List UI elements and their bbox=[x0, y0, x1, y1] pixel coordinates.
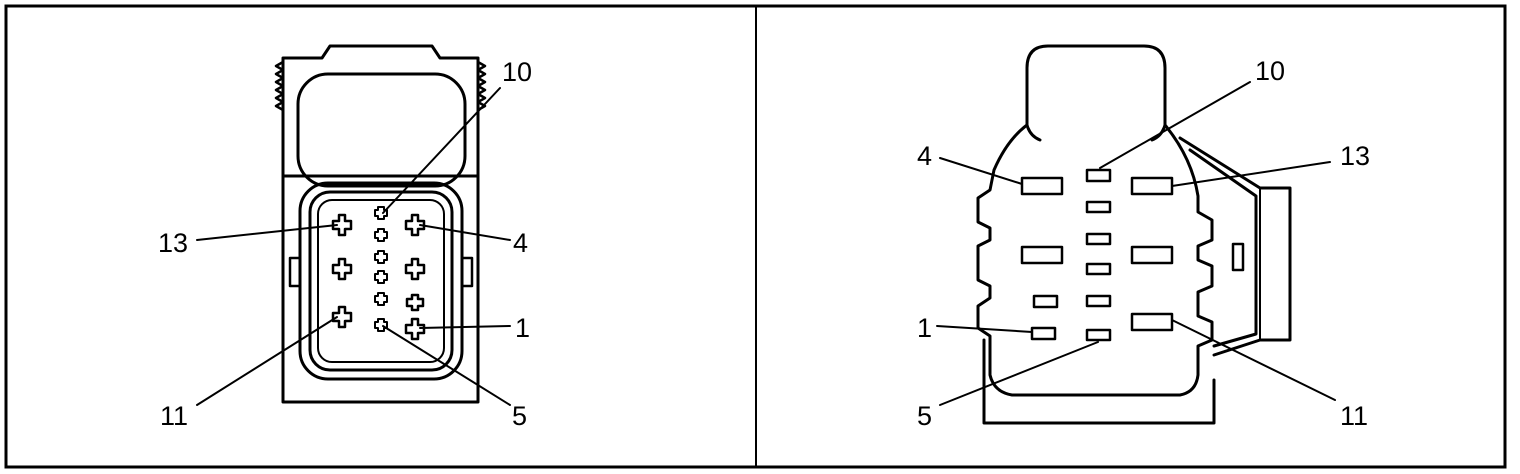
left-connector-body bbox=[281, 174, 480, 404]
left-connector-face-view bbox=[196, 44, 511, 406]
right-leader-lines bbox=[936, 81, 1336, 406]
left-small-cavities bbox=[374, 206, 388, 332]
right-terminal-slots bbox=[1020, 168, 1174, 342]
right-connector-harness-view bbox=[936, 44, 1336, 425]
right-label-pin-11: 11 bbox=[1340, 401, 1368, 431]
right-label-pin-10: 10 bbox=[1255, 56, 1285, 86]
left-leader-lines bbox=[196, 87, 511, 406]
right-label-pin-1: 1 bbox=[917, 313, 932, 343]
right-label-pin-5: 5 bbox=[917, 401, 932, 431]
right-label-pin-4: 4 bbox=[917, 141, 932, 171]
left-pin-labels: 10 13 4 1 11 5 bbox=[158, 57, 532, 431]
left-label-pin-5: 5 bbox=[512, 401, 527, 431]
right-label-pin-13: 13 bbox=[1340, 141, 1370, 171]
right-connector-body bbox=[976, 123, 1292, 425]
left-label-pin-4: 4 bbox=[513, 228, 528, 258]
left-label-pin-10: 10 bbox=[502, 57, 532, 87]
left-latch-housing bbox=[274, 44, 487, 188]
right-latch-tab bbox=[1025, 44, 1167, 127]
left-large-cavities bbox=[331, 213, 426, 341]
left-label-pin-1: 1 bbox=[515, 313, 530, 343]
right-pin-labels: 10 4 13 1 5 11 bbox=[917, 56, 1370, 431]
left-label-pin-13: 13 bbox=[158, 228, 188, 258]
left-label-pin-11: 11 bbox=[160, 401, 188, 431]
